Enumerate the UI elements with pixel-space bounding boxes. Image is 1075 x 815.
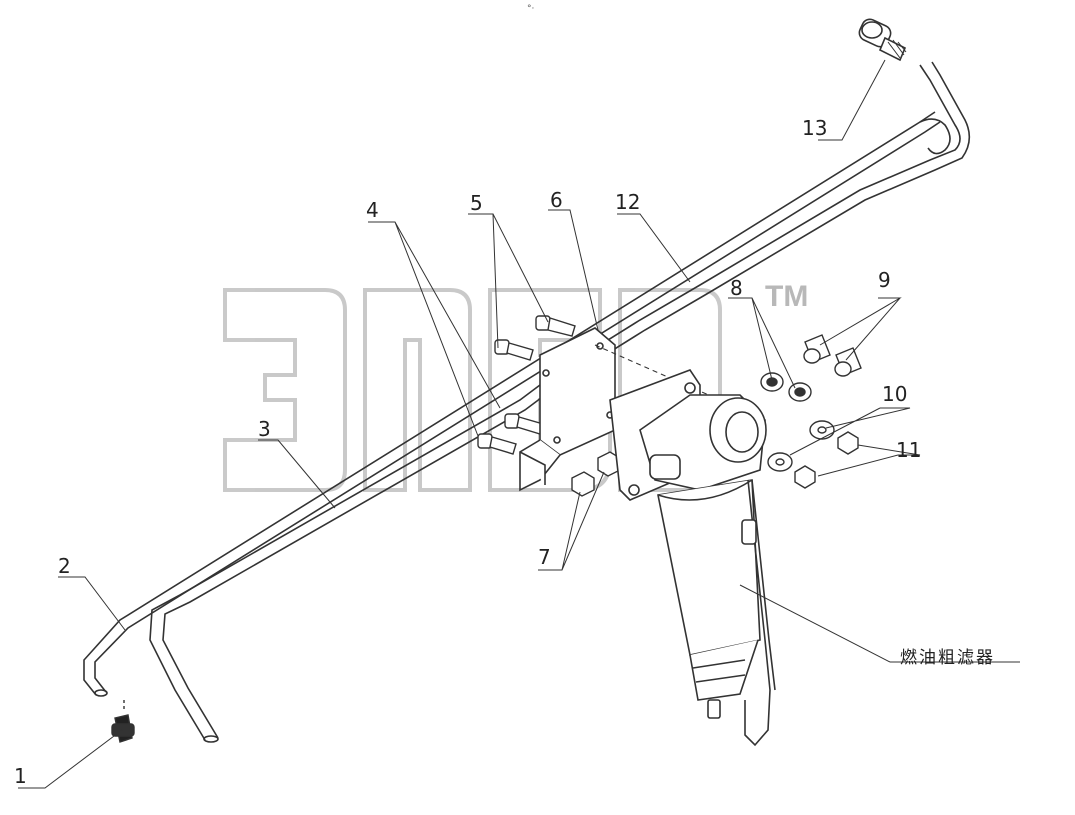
bolt-4a [504, 413, 544, 435]
callout-2: 2 [58, 554, 71, 578]
bolt-5b [494, 339, 534, 361]
fuel-pipe-2 [83, 111, 951, 697]
callout-4: 4 [366, 198, 379, 222]
bracket-6 [519, 327, 721, 492]
callout-8: 8 [730, 276, 743, 300]
top-mark: °· [527, 4, 535, 14]
callout-9: 9 [878, 268, 891, 292]
bolt-5a [535, 315, 576, 337]
callout-7: 7 [538, 545, 551, 569]
elbow-fitting-13 [858, 18, 907, 62]
callout-6: 6 [550, 188, 563, 212]
callout-1: 1 [14, 764, 27, 788]
callout-13: 13 [802, 116, 828, 140]
banjo-bolt-1 [111, 700, 135, 743]
fitting-9a [803, 334, 831, 364]
callout-3: 3 [258, 417, 271, 441]
callout-5: 5 [470, 191, 483, 215]
fuel-filter-label: 燃油粗滤器 [900, 648, 995, 668]
callout-10: 10 [882, 382, 908, 406]
bolts-4-5 [477, 315, 576, 455]
bolt-4b [477, 433, 517, 455]
callout-11: 11 [896, 438, 922, 462]
watermark-tm: TM [765, 280, 809, 313]
fuel-filter [609, 369, 776, 747]
washers-nuts-10-11 [767, 420, 859, 489]
fitting-8a [760, 372, 784, 392]
nuts-7 [571, 451, 621, 497]
fitting-9b [834, 347, 862, 377]
fitting-8b [788, 382, 812, 402]
fuel-pipe-3 [149, 61, 971, 743]
leader-lines [18, 59, 1020, 789]
callout-12: 12 [615, 190, 641, 214]
fittings-8-9 [760, 334, 862, 402]
